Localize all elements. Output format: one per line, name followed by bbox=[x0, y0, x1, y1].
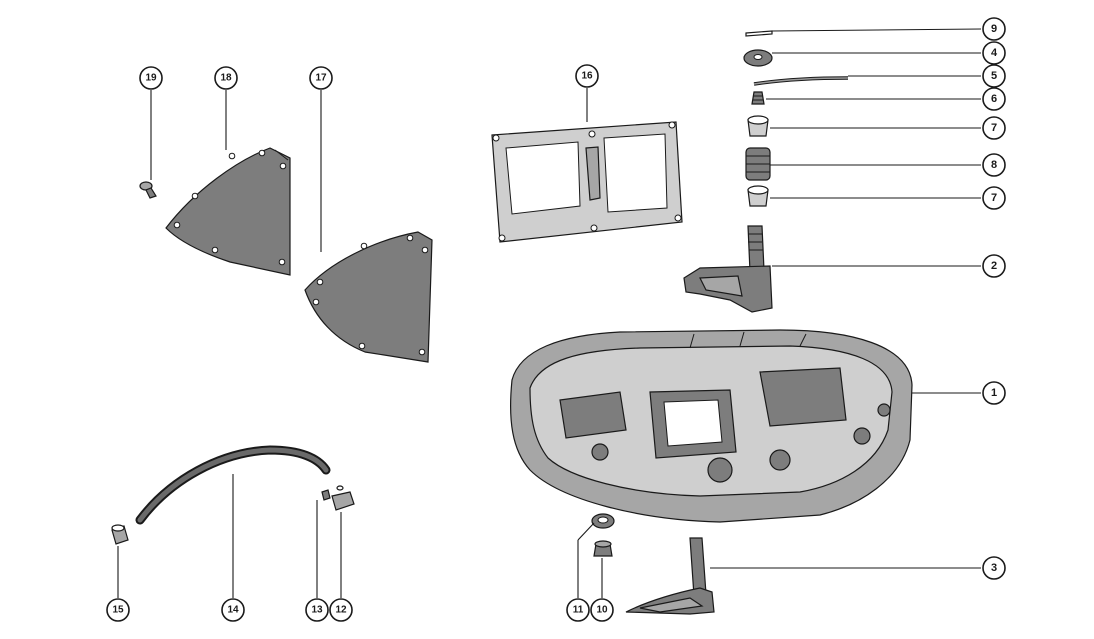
part-6-screw bbox=[751, 91, 765, 105]
part-4-washer bbox=[743, 49, 773, 67]
leader-lines bbox=[117, 28, 982, 598]
svg-text:4: 4 bbox=[991, 47, 998, 59]
svg-text:2: 2 bbox=[991, 260, 997, 272]
callout-3: 3 bbox=[982, 556, 1006, 580]
part-9-pin bbox=[745, 30, 773, 37]
part-12-clamp bbox=[331, 485, 355, 511]
part-19-screw bbox=[139, 181, 157, 199]
part-11-grommet bbox=[591, 513, 615, 529]
part-2-bracket bbox=[683, 225, 773, 313]
svg-text:12: 12 bbox=[335, 605, 347, 616]
part-7-bushing-upper bbox=[747, 115, 769, 137]
callout-6: 6 bbox=[982, 87, 1006, 111]
leader-11-elbow bbox=[577, 522, 595, 541]
callout-11: 11 bbox=[566, 598, 590, 622]
part-18-cover-plate bbox=[165, 147, 291, 276]
svg-text:15: 15 bbox=[112, 605, 124, 616]
svg-text:7: 7 bbox=[991, 122, 997, 134]
callout-17: 17 bbox=[309, 66, 333, 90]
part-3-bracket bbox=[625, 537, 715, 615]
part-7-bushing-lower bbox=[747, 185, 769, 207]
leader-9 bbox=[771, 28, 982, 32]
callout-4: 4 bbox=[982, 41, 1006, 65]
svg-text:13: 13 bbox=[311, 605, 323, 616]
svg-text:3: 3 bbox=[991, 562, 997, 574]
svg-text:7: 7 bbox=[991, 192, 997, 204]
part-1-bottom-cowl bbox=[510, 329, 913, 523]
callout-1: 1 bbox=[982, 381, 1006, 405]
callout-10: 10 bbox=[590, 598, 614, 622]
callout-8: 8 bbox=[982, 153, 1006, 177]
svg-text:18: 18 bbox=[220, 73, 232, 84]
svg-text:16: 16 bbox=[581, 71, 593, 82]
svg-text:14: 14 bbox=[227, 605, 239, 616]
part-14-hose bbox=[135, 445, 331, 525]
callout-2: 2 bbox=[982, 254, 1006, 278]
callout-13: 13 bbox=[305, 598, 329, 622]
callout-14: 14 bbox=[221, 598, 245, 622]
svg-text:10: 10 bbox=[596, 605, 608, 616]
callout-7-lower: 7 bbox=[982, 186, 1006, 210]
svg-text:19: 19 bbox=[145, 73, 157, 84]
callout-5: 5 bbox=[982, 64, 1006, 88]
callout-12: 12 bbox=[329, 598, 353, 622]
part-16-gasket bbox=[491, 121, 683, 243]
svg-text:5: 5 bbox=[991, 70, 997, 82]
part-15-fitting bbox=[111, 524, 129, 545]
svg-text:17: 17 bbox=[315, 73, 327, 84]
callout-9: 9 bbox=[982, 17, 1006, 41]
svg-text:8: 8 bbox=[991, 159, 997, 171]
part-17-cover-gasket bbox=[304, 231, 433, 363]
svg-text:9: 9 bbox=[991, 23, 997, 35]
svg-text:11: 11 bbox=[573, 605, 584, 616]
svg-text:6: 6 bbox=[991, 93, 997, 105]
callout-15: 15 bbox=[106, 598, 130, 622]
part-8-spring bbox=[745, 147, 771, 181]
part-13-fastener bbox=[321, 489, 331, 501]
callout-18: 18 bbox=[214, 66, 238, 90]
part-10-plug bbox=[593, 540, 613, 557]
part-5-cable bbox=[753, 76, 849, 86]
callout-7-upper: 7 bbox=[982, 116, 1006, 140]
callout-19: 19 bbox=[139, 66, 163, 90]
svg-text:1: 1 bbox=[991, 387, 997, 399]
callout-16: 16 bbox=[575, 64, 599, 88]
